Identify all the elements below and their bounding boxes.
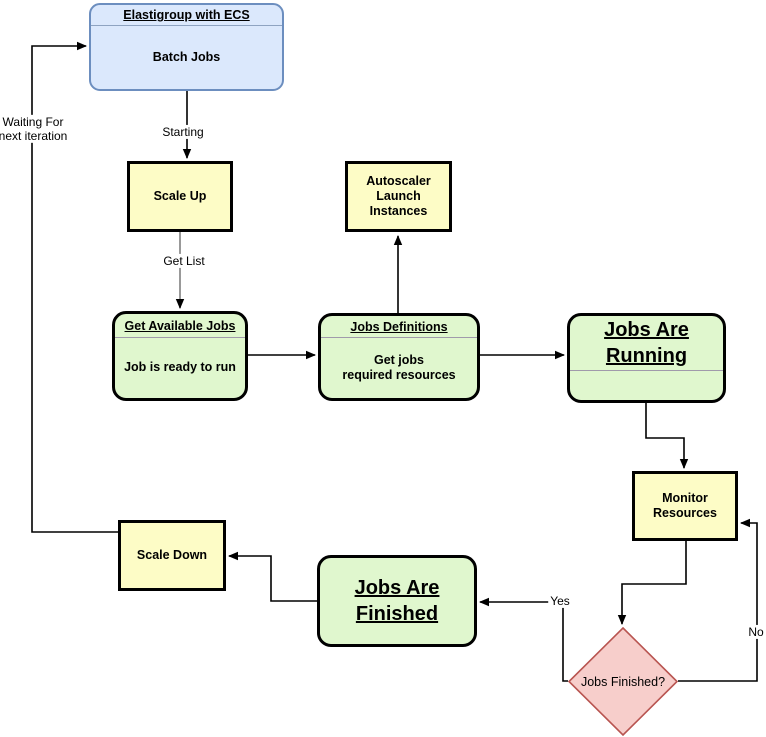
edge-no: [678, 518, 758, 682]
edge-finished-to-scaledown: [228, 551, 317, 602]
node-jobs-are-finished-title: Jobs Are Finished: [354, 576, 440, 625]
node-elastigroup-divider: [91, 25, 282, 26]
node-scale-down: Scale Down: [118, 520, 226, 591]
node-jobs-definitions-body: Get jobs required resources: [342, 352, 456, 382]
node-get-available-jobs-title: Get Available Jobs: [124, 318, 236, 333]
node-autoscaler-launch-instances: Autoscaler Launch Instances: [345, 161, 452, 232]
edge-label-starting: Starting: [160, 124, 206, 140]
node-jobs-are-running-title: Jobs Are Running: [604, 318, 689, 367]
node-jobs-definitions-title: Jobs Definitions: [350, 319, 448, 334]
node-jobs-are-finished: Jobs Are Finished: [317, 555, 477, 647]
node-scale-up: Scale Up: [127, 161, 233, 232]
node-get-available-jobs: Get Available Jobs Job is ready to run: [112, 311, 248, 401]
edge-monitor-to-decision: [617, 541, 687, 625]
edge-running-to-monitor: [645, 403, 689, 469]
decision-diamond-shape: [568, 627, 678, 737]
node-jobs-finished-label: Jobs Finished?: [580, 675, 666, 689]
node-jobs-are-running-body: [570, 371, 723, 400]
node-elastigroup-body: Batch Jobs: [152, 49, 221, 64]
node-elastigroup-title: Elastigroup with ECS: [123, 8, 250, 22]
node-jobs-definitions-divider: [321, 337, 477, 338]
edge-yes: [479, 597, 568, 682]
node-jobs-definitions: Jobs Definitions Get jobs required resou…: [318, 313, 480, 401]
node-monitor-resources: Monitor Resources: [632, 471, 738, 541]
node-get-available-jobs-body: Job is ready to run: [124, 360, 236, 375]
edge-scaledown-to-elastigroup: [31, 41, 118, 533]
node-get-available-jobs-divider: [115, 337, 245, 338]
edge-label-get-list: Get List: [161, 253, 207, 269]
node-jobs-finished-decision: Jobs Finished?: [568, 627, 678, 737]
node-elastigroup: Elastigroup with ECS Batch Jobs: [89, 3, 284, 91]
edge-label-waiting: Waiting For next iteration: [0, 114, 70, 144]
node-jobs-are-running: Jobs Are Running: [567, 313, 726, 403]
edge-label-yes: Yes: [548, 593, 572, 609]
edge-label-no: No: [746, 624, 766, 640]
node-jobs-are-running-divider: [570, 370, 723, 371]
